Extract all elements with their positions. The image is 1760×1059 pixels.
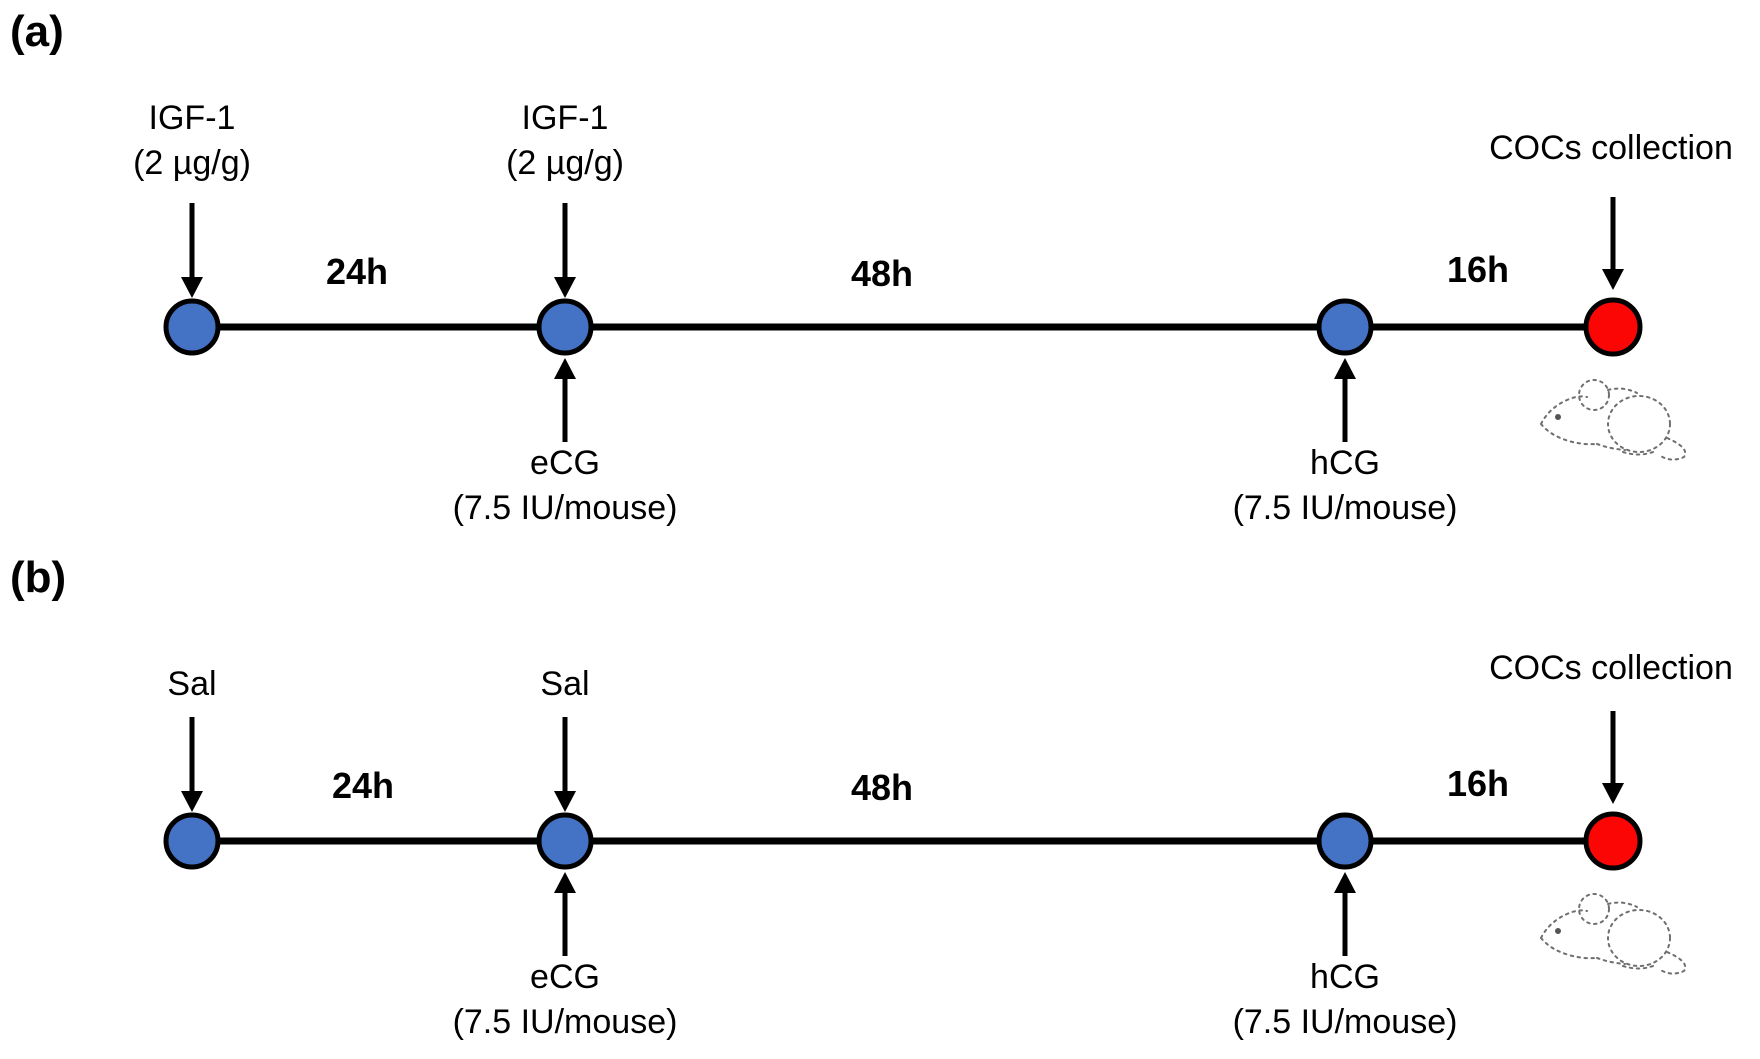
mouse-snout-bottom bbox=[1540, 423, 1596, 446]
panel-a-interval-48h: 48h bbox=[850, 253, 914, 294]
mouse-ear bbox=[1578, 379, 1610, 411]
injection-arrow-down-a-1 bbox=[181, 203, 203, 298]
timeline-node-b-2 bbox=[536, 812, 594, 870]
panel-b-interval-16h: 16h bbox=[1446, 763, 1510, 804]
injection-arrow-down-a-2 bbox=[554, 203, 576, 298]
arrow-head bbox=[181, 277, 203, 298]
timeline-node-b-3 bbox=[1316, 812, 1374, 870]
panel-b-pretreatment-2-label: Sal bbox=[540, 662, 589, 707]
panel-b-graphics bbox=[163, 711, 1687, 975]
mouse-eye bbox=[1555, 928, 1561, 934]
arrow-head bbox=[181, 791, 203, 812]
ecg-arrow-up-a bbox=[554, 358, 576, 442]
mouse-back bbox=[1607, 901, 1638, 908]
hormone-name: hCG bbox=[1310, 444, 1380, 482]
mouse-sketch-b bbox=[1540, 893, 1687, 975]
panel-b-label: (b) bbox=[10, 553, 67, 602]
panel-a-pretreatment-1-label: IGF-1 (2 µg/g) bbox=[133, 96, 251, 186]
panel-a-graphics bbox=[163, 197, 1687, 461]
panel-a-interval-16h: 16h bbox=[1446, 249, 1510, 290]
mouse-ear bbox=[1578, 893, 1610, 925]
panel-b-ecg-label: eCG (7.5 IU/mouse) bbox=[453, 955, 678, 1045]
arrow-head bbox=[554, 791, 576, 812]
mouse-haunch bbox=[1607, 909, 1671, 967]
hormone-name: eCG bbox=[530, 958, 600, 996]
timeline-node-b-1 bbox=[163, 812, 221, 870]
timeline-node-a-2 bbox=[536, 298, 594, 356]
panel-a-interval-24h: 24h bbox=[325, 251, 389, 292]
mouse-snout-top bbox=[1540, 395, 1588, 425]
hormone-dose: (7.5 IU/mouse) bbox=[1232, 489, 1458, 527]
hormone-name: hCG bbox=[1310, 958, 1380, 996]
timeline-node-a-1 bbox=[163, 298, 221, 356]
mouse-back bbox=[1607, 387, 1638, 394]
mouse-hind-foot bbox=[1622, 965, 1654, 970]
arrow-head bbox=[1334, 872, 1356, 893]
panel-a-hcg-label: hCG (7.5 IU/mouse) bbox=[1233, 441, 1458, 531]
timeline-endpoint-a bbox=[1583, 297, 1643, 357]
ecg-arrow-up-b bbox=[554, 872, 576, 956]
panel-b-collection-label: COCs collection bbox=[1489, 649, 1733, 687]
mouse-haunch bbox=[1607, 395, 1671, 453]
panel-b-pretreatment-1-label: Sal bbox=[167, 662, 216, 707]
arrow-head bbox=[554, 872, 576, 893]
timeline-endpoint-b bbox=[1583, 811, 1643, 871]
mouse-eye bbox=[1555, 414, 1561, 420]
mouse-snout-top bbox=[1540, 909, 1588, 939]
hcg-arrow-up-a bbox=[1334, 358, 1356, 442]
collection-arrow-down-a bbox=[1602, 197, 1624, 290]
arrow-head bbox=[554, 358, 576, 379]
mouse-hind-foot bbox=[1622, 451, 1654, 456]
hormone-name: eCG bbox=[530, 444, 600, 482]
panel-a-pretreatment-2-label: IGF-1 (2 µg/g) bbox=[506, 96, 624, 186]
treatment-name: IGF-1 bbox=[521, 99, 609, 137]
treatment-dose: (2 µg/g) bbox=[506, 144, 624, 182]
panel-a-label: (a) bbox=[10, 7, 64, 56]
treatment-name: IGF-1 bbox=[148, 99, 236, 137]
timeline-node-a-3 bbox=[1316, 298, 1374, 356]
panel-b-hcg-label: hCG (7.5 IU/mouse) bbox=[1233, 955, 1458, 1045]
mouse-belly bbox=[1596, 957, 1626, 965]
panel-b-interval-24h: 24h bbox=[331, 765, 395, 806]
hormone-dose: (7.5 IU/mouse) bbox=[452, 1003, 678, 1041]
injection-arrow-down-b-2 bbox=[554, 717, 576, 812]
hcg-arrow-up-b bbox=[1334, 872, 1356, 956]
treatment-name: Sal bbox=[540, 665, 590, 703]
panel-a-collection-label: COCs collection bbox=[1489, 129, 1733, 167]
collection-arrow-down-b bbox=[1602, 711, 1624, 804]
treatment-name: Sal bbox=[167, 665, 217, 703]
arrow-head bbox=[554, 277, 576, 298]
hormone-dose: (7.5 IU/mouse) bbox=[452, 489, 678, 527]
mouse-sketch-a bbox=[1540, 379, 1687, 461]
treatment-dose: (2 µg/g) bbox=[133, 144, 251, 182]
arrow-head bbox=[1334, 358, 1356, 379]
injection-arrow-down-b-1 bbox=[181, 717, 203, 812]
arrow-head bbox=[1602, 269, 1624, 290]
mouse-tail bbox=[1658, 437, 1687, 461]
panel-b-interval-48h: 48h bbox=[850, 767, 914, 808]
mouse-snout-bottom bbox=[1540, 937, 1596, 960]
arrow-head bbox=[1602, 783, 1624, 804]
mouse-tail bbox=[1658, 951, 1687, 975]
hormone-dose: (7.5 IU/mouse) bbox=[1232, 1003, 1458, 1041]
mouse-belly bbox=[1596, 443, 1626, 451]
panel-a-ecg-label: eCG (7.5 IU/mouse) bbox=[453, 441, 678, 531]
